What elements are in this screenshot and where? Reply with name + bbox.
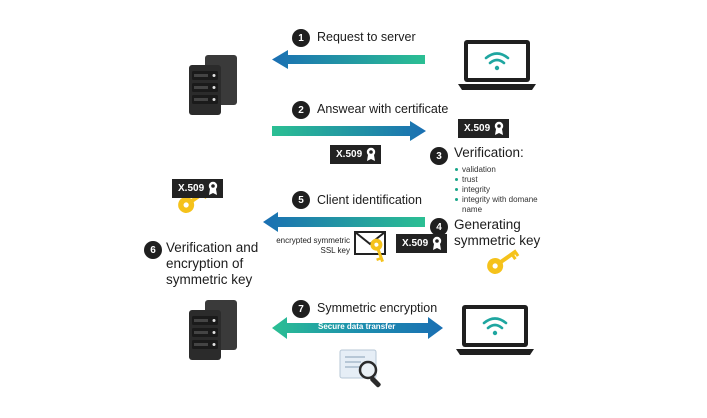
transfer-label: Secure data transfer <box>318 322 396 331</box>
step-1-label: Request to server <box>317 30 416 44</box>
wifi-icon <box>482 317 508 330</box>
certificate-label: X.509 <box>178 183 205 194</box>
certificate-label: X.509 <box>464 123 491 134</box>
server-icon <box>189 300 237 360</box>
server-icon <box>189 55 237 115</box>
certificate-badge: X.509 <box>458 119 510 138</box>
arrow-request <box>272 50 425 69</box>
key-icon <box>370 238 384 263</box>
verification-item: trust <box>454 175 544 185</box>
step-3-badge: 3 <box>430 147 448 165</box>
wifi-icon <box>484 52 510 65</box>
laptop-icon <box>456 305 534 355</box>
certificate-badge: X.509 <box>330 145 382 164</box>
step-4-label: Generating symmetric key <box>454 217 541 248</box>
step-3-label: Verification: <box>454 145 524 160</box>
step-6-label: Verification and encryption of symmetric… <box>166 240 259 287</box>
encrypted-key-note: encrypted symmetric SSL key <box>276 236 350 255</box>
certificate-icon <box>494 121 504 135</box>
arrow-secure-transfer <box>272 317 443 339</box>
verification-item: validation <box>454 165 544 175</box>
verification-item: integrity with domane name <box>454 195 544 215</box>
certificate-badge: X.509 <box>172 179 224 198</box>
certificate-label: X.509 <box>336 149 363 160</box>
arrow-certificate <box>272 121 426 141</box>
step-7-badge: 7 <box>292 300 310 318</box>
certificate-badge: X.509 <box>396 234 448 253</box>
step-7-label: Symmetric encryption <box>317 301 438 315</box>
verification-item: integrity <box>454 185 544 195</box>
step-2-label: Answear with certificate <box>317 102 449 116</box>
step-5-badge: 5 <box>292 191 310 209</box>
laptop-icon <box>458 40 536 90</box>
step-6-badge: 6 <box>144 241 162 259</box>
step-1-badge: 1 <box>292 29 310 47</box>
magnifier-icon <box>358 360 381 388</box>
certificate-icon <box>208 181 218 195</box>
certificate-icon <box>432 236 442 250</box>
key-icon <box>487 249 520 274</box>
arrow-client-identification <box>263 212 425 232</box>
certificate-label: X.509 <box>402 238 429 249</box>
verification-list: validation trust integrity integrity wit… <box>454 165 544 215</box>
step-2-badge: 2 <box>292 101 310 119</box>
certificate-icon <box>366 147 376 161</box>
step-5-label: Client identification <box>317 193 422 207</box>
step-4-badge: 4 <box>430 218 448 236</box>
